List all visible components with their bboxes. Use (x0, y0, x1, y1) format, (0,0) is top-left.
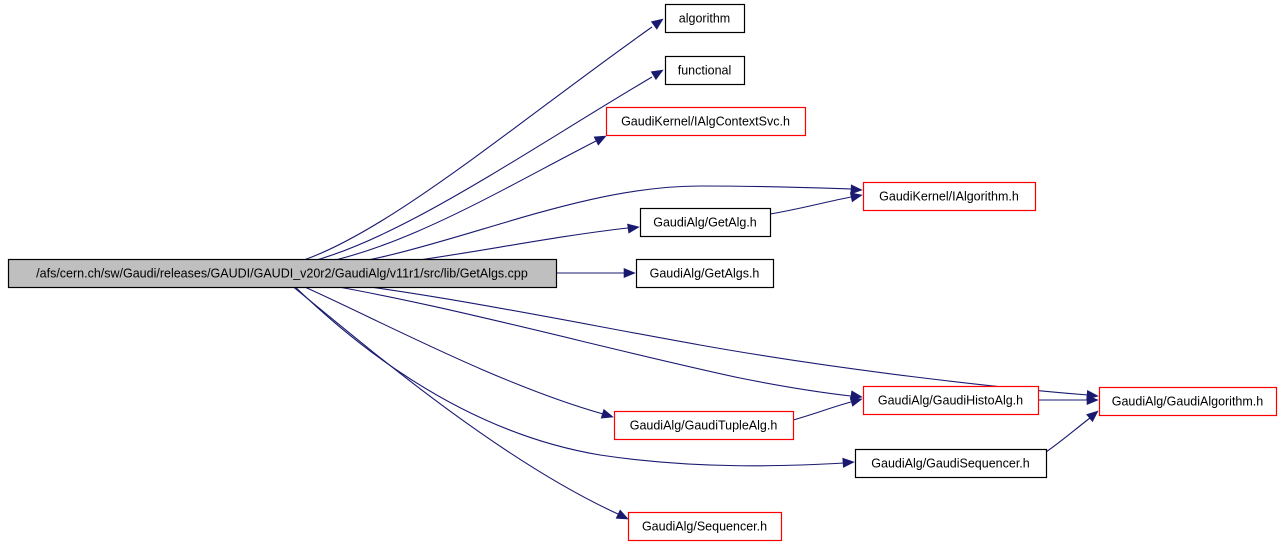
node-border (854, 448, 1048, 479)
nodes-layer: /afs/cern.ch/sw/Gaudi/releases/GAUDI/GAU… (7, 3, 1278, 542)
edge-gauditupealg-to-gaudihistoalg (792, 397, 863, 421)
arrowhead-icon (593, 135, 607, 146)
edge-gaudihistoalg-to-gaudialgorithm (1038, 394, 1099, 406)
arrowhead-icon (1086, 394, 1099, 406)
node-label: algorithm (679, 11, 730, 25)
node-label: GaudiAlg/Sequencer.h (642, 519, 767, 533)
edge-line (792, 401, 852, 421)
graph-node-functional[interactable]: functional (664, 55, 746, 86)
node-border (7, 258, 558, 289)
edge-line (290, 140, 597, 269)
edge-line (290, 282, 845, 467)
node-label: functional (678, 63, 732, 77)
arrowhead-icon (627, 223, 640, 234)
graph-node-gaudihistoalg[interactable]: GaudiAlg/GaudiHistoAlg.h (862, 385, 1040, 416)
edge-line (290, 26, 653, 265)
node-label: GaudiAlg/GaudiSequencer.h (871, 456, 1029, 470)
node-label: GaudiKernel/IAlgContextSvc.h (621, 114, 790, 128)
edge-source-to-gaudihistoalg (290, 278, 863, 401)
graph-node-gaudialgorithm[interactable]: GaudiAlg/GaudiAlgorithm.h (1098, 386, 1278, 417)
arrowhead-icon (849, 192, 863, 203)
edge-line (290, 76, 653, 267)
node-border (664, 3, 746, 34)
graph-node-gauditupealg[interactable]: GaudiAlg/GaudiTupleAlg.h (613, 410, 795, 441)
graph-node-source[interactable]: /afs/cern.ch/sw/Gaudi/releases/GAUDI/GAU… (7, 258, 558, 289)
edge-line (290, 284, 619, 515)
node-border (639, 207, 772, 238)
edge-getalg-to-ialgorithm (769, 192, 863, 215)
graph-node-getalg[interactable]: GaudiAlg/GetAlg.h (639, 207, 772, 238)
arrowhead-icon (650, 18, 664, 30)
arrowhead-icon (849, 397, 863, 407)
arrowhead-icon (615, 509, 629, 520)
node-border (635, 258, 775, 289)
node-label: GaudiKernel/IAlgorithm.h (879, 189, 1019, 203)
arrowhead-icon (623, 267, 636, 279)
arrowhead-icon (650, 69, 664, 81)
graph-node-ialgcontextsvc[interactable]: GaudiKernel/IAlgContextSvc.h (605, 106, 807, 137)
graph-node-ialgorithm[interactable]: GaudiKernel/IAlgorithm.h (862, 181, 1037, 212)
edge-source-to-algorithm (290, 18, 664, 265)
graph-node-algorithm[interactable]: algorithm (664, 3, 746, 34)
node-border (862, 385, 1040, 416)
edge-source-to-sequencer (290, 284, 629, 520)
edge-line (1045, 417, 1091, 453)
node-border (613, 410, 795, 441)
edges-layer (290, 18, 1099, 520)
node-border (664, 55, 746, 86)
node-label: GaudiAlg/GaudiHistoAlg.h (878, 393, 1023, 407)
node-border (605, 106, 807, 137)
edge-line (290, 280, 604, 415)
node-label: GaudiAlg/GetAlg.h (653, 215, 757, 229)
edge-line (769, 196, 852, 215)
graph-node-sequencer[interactable]: GaudiAlg/Sequencer.h (627, 511, 783, 542)
arrowhead-icon (850, 184, 863, 195)
edge-line (290, 278, 852, 397)
edge-source-to-ialgcontextsvc (290, 135, 607, 269)
node-border (627, 511, 783, 542)
arrowhead-icon (600, 408, 614, 419)
edge-gaudisequencer-to-gaudialgorithm (1045, 410, 1099, 453)
node-label: /afs/cern.ch/sw/Gaudi/releases/GAUDI/GAU… (36, 266, 528, 280)
node-label: GaudiAlg/GaudiTupleAlg.h (630, 418, 778, 432)
edge-line (290, 276, 1089, 396)
node-border (862, 181, 1037, 212)
arrowhead-icon (842, 457, 855, 468)
node-label: GaudiAlg/GetAlgs.h (650, 266, 760, 280)
edge-source-to-gauditupealg (290, 280, 614, 419)
graph-node-gaudisequencer[interactable]: GaudiAlg/GaudiSequencer.h (854, 448, 1048, 479)
graph-node-getalgs[interactable]: GaudiAlg/GetAlgs.h (635, 258, 775, 289)
edge-source-to-ialgorithm (290, 184, 863, 271)
node-border (1098, 386, 1278, 417)
edge-source-to-functional (290, 69, 664, 267)
node-label: GaudiAlg/GaudiAlgorithm.h (1112, 394, 1264, 408)
edge-line (290, 185, 852, 271)
edge-source-to-gaudisequencer (290, 282, 855, 468)
arrowhead-icon (1086, 410, 1099, 423)
